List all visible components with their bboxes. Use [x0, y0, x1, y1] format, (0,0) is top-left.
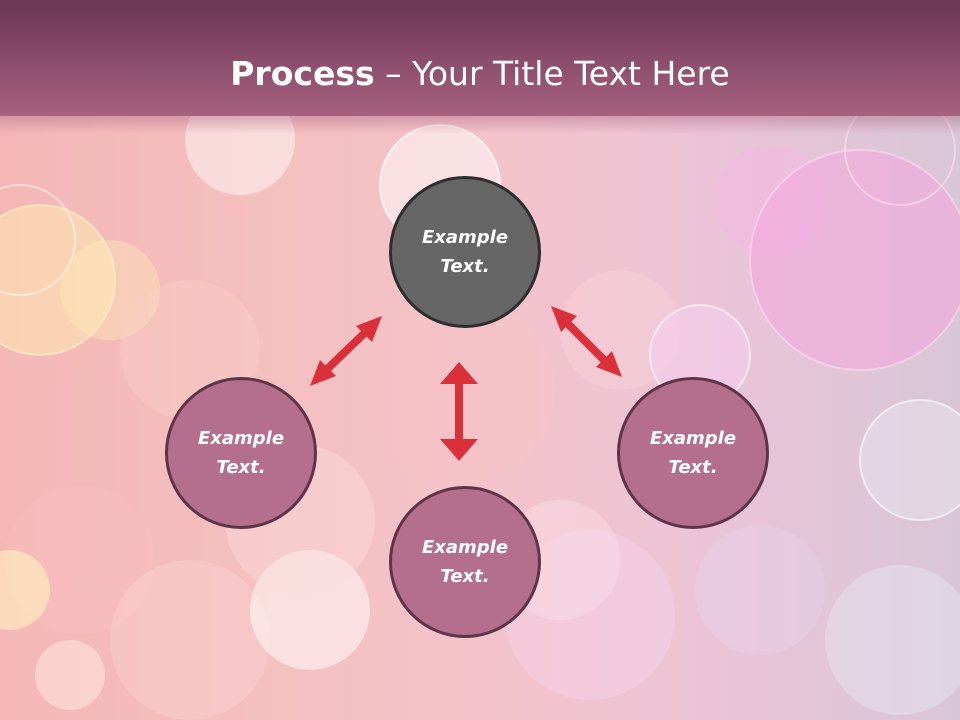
node-left-line2: Text.: [216, 457, 266, 478]
title-bar-fade: [0, 110, 960, 134]
slide-title: Process – Your Title Text Here: [0, 52, 960, 96]
arrow-top-right: [551, 306, 622, 377]
node-left-line1: Example: [197, 428, 285, 449]
arrow-top-left: [310, 316, 382, 386]
title-separator: –: [374, 54, 413, 93]
node-right-line2: Text.: [668, 457, 718, 478]
title-bold-word: Process: [230, 54, 375, 93]
arrow-top-bottom: [440, 362, 478, 461]
node-bottom-line2: Text.: [440, 566, 490, 587]
title-bar: [0, 0, 960, 116]
title-text: Your Title Text Here: [412, 54, 730, 93]
node-bottom-line1: Example: [421, 537, 509, 558]
node-top-line1: Example: [421, 227, 509, 248]
node-top-line2: Text.: [440, 256, 490, 277]
node-right-line1: Example: [649, 428, 737, 449]
